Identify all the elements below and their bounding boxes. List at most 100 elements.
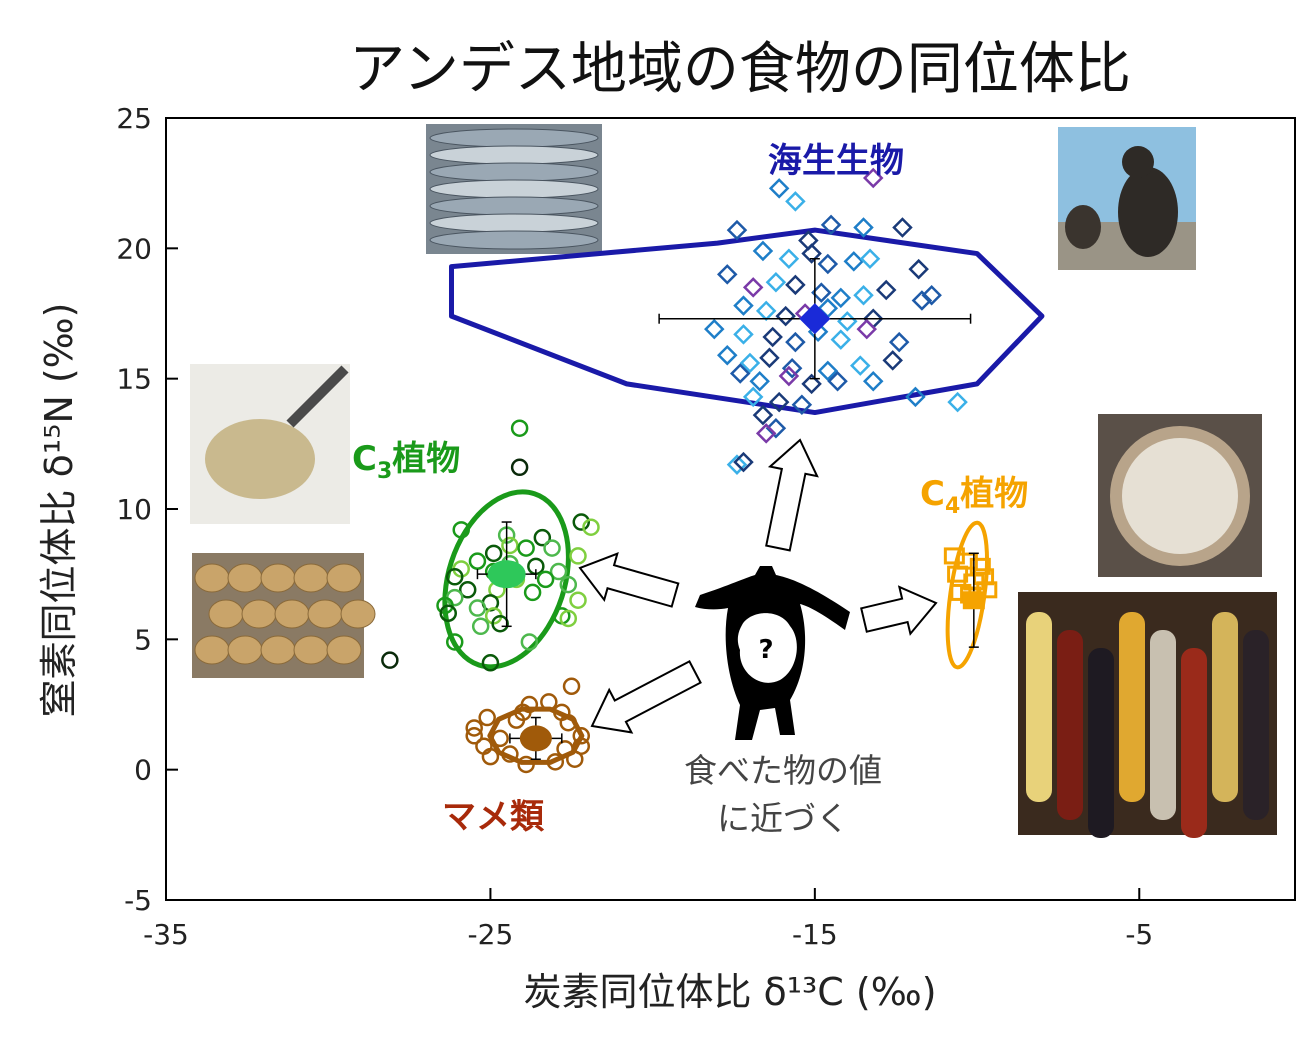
potato-icon — [208, 599, 244, 629]
grain-icon — [1122, 438, 1238, 554]
legume-point — [478, 708, 496, 727]
marine-point — [726, 219, 748, 241]
fish-photo — [426, 124, 602, 254]
marine-point — [733, 295, 754, 316]
corn-cob-icon — [1119, 612, 1145, 802]
marine-label: 海生生物 — [768, 141, 904, 181]
marine-point — [755, 300, 777, 322]
c3-mean-marker — [487, 560, 526, 589]
c3-point — [569, 591, 587, 609]
legume-point — [501, 745, 519, 763]
marine-point — [911, 290, 933, 311]
c4-point — [976, 581, 998, 599]
legume-point — [572, 737, 591, 755]
c3-point — [569, 547, 587, 565]
potato-photo — [192, 553, 376, 678]
marine-point — [739, 352, 761, 374]
x-axis-title: 炭素同位体比 δ¹³C (‰) — [523, 970, 936, 1014]
marine-point — [862, 167, 884, 189]
corn-photo-frame — [1018, 592, 1277, 835]
y-axis-title: 窒素同位体比 δ¹⁵N (‰) — [37, 303, 81, 718]
potato-icon — [307, 599, 343, 629]
spoon-icon — [286, 365, 349, 428]
marine-point — [755, 423, 777, 444]
c3-label: C3植物 — [352, 439, 460, 484]
c3-point — [549, 562, 568, 581]
potato-icon — [326, 563, 362, 593]
x-tick-label: -15 — [792, 918, 838, 951]
marine-point — [882, 350, 903, 371]
c3-point — [510, 419, 529, 437]
c4-mean-marker — [962, 591, 985, 610]
c3-point — [458, 581, 477, 599]
marine-point — [859, 248, 881, 270]
marine-point — [853, 217, 874, 238]
marine-point — [837, 311, 858, 332]
fish-icon — [429, 213, 599, 233]
corn-cob-icon — [1243, 630, 1269, 820]
marine-point — [785, 191, 806, 212]
arrow-to-legume-icon — [590, 660, 702, 734]
corn-cob-icon — [1181, 648, 1207, 838]
potato-icon — [293, 635, 329, 665]
fish-icon — [429, 230, 599, 250]
consumer-silhouette-icon: ? — [695, 566, 850, 740]
legume-point — [546, 753, 565, 771]
amaranth-photo — [1098, 414, 1262, 577]
c3-point — [436, 596, 454, 615]
c3-point — [445, 633, 464, 651]
c3-point — [536, 570, 555, 589]
c3-point — [582, 518, 600, 536]
marine-point — [752, 404, 774, 426]
potato-icon — [293, 563, 329, 593]
marine-point — [908, 258, 929, 280]
x-tick-label: -25 — [468, 918, 514, 951]
y-tick-label: 20 — [116, 232, 152, 265]
potato-icon — [241, 599, 277, 629]
marine-point — [830, 287, 852, 309]
legume-point — [491, 729, 509, 748]
marine-point — [778, 365, 800, 387]
region-layer — [442, 227, 1045, 765]
marine-point — [785, 331, 806, 353]
x-tick-label: -5 — [1125, 918, 1153, 951]
marine-point — [853, 285, 874, 306]
marine-point — [811, 282, 832, 303]
c3-point — [439, 604, 457, 623]
marine-point — [921, 285, 942, 306]
arrow-to-c4-icon — [860, 585, 938, 636]
y-tick-label: 25 — [116, 102, 152, 135]
c3-point — [445, 568, 464, 586]
legume-point — [572, 727, 591, 745]
marine-point — [717, 264, 738, 285]
corn-photo — [1018, 592, 1277, 838]
marine-point — [892, 217, 913, 238]
fish-icon — [429, 196, 599, 216]
quinoa-photo — [190, 364, 350, 524]
marine-point — [801, 243, 822, 264]
chart-title: アンデス地域の食物の同位体比 — [349, 37, 1131, 102]
marine-point — [817, 360, 839, 382]
corn-cob-icon — [1088, 648, 1114, 838]
legume-point — [514, 703, 532, 722]
annotation-line-1: 食べた物の値 — [684, 751, 882, 790]
legume-point — [517, 755, 535, 774]
potato-icon — [194, 563, 230, 593]
c3-point — [572, 513, 591, 531]
c3-point — [491, 614, 509, 633]
question-mark: ? — [758, 635, 773, 665]
marine-point — [775, 305, 796, 327]
marine-point — [817, 253, 839, 275]
potato-icon — [326, 635, 362, 665]
c3-point — [471, 617, 490, 636]
c3-region — [442, 489, 571, 670]
marine-mean-marker — [799, 303, 831, 335]
potato-icon — [260, 563, 296, 593]
potato-icon — [340, 599, 376, 629]
marine-point — [850, 355, 871, 376]
marine-point — [768, 178, 790, 199]
fish-icon — [429, 179, 599, 199]
legume-label: マメ類 — [442, 797, 545, 837]
